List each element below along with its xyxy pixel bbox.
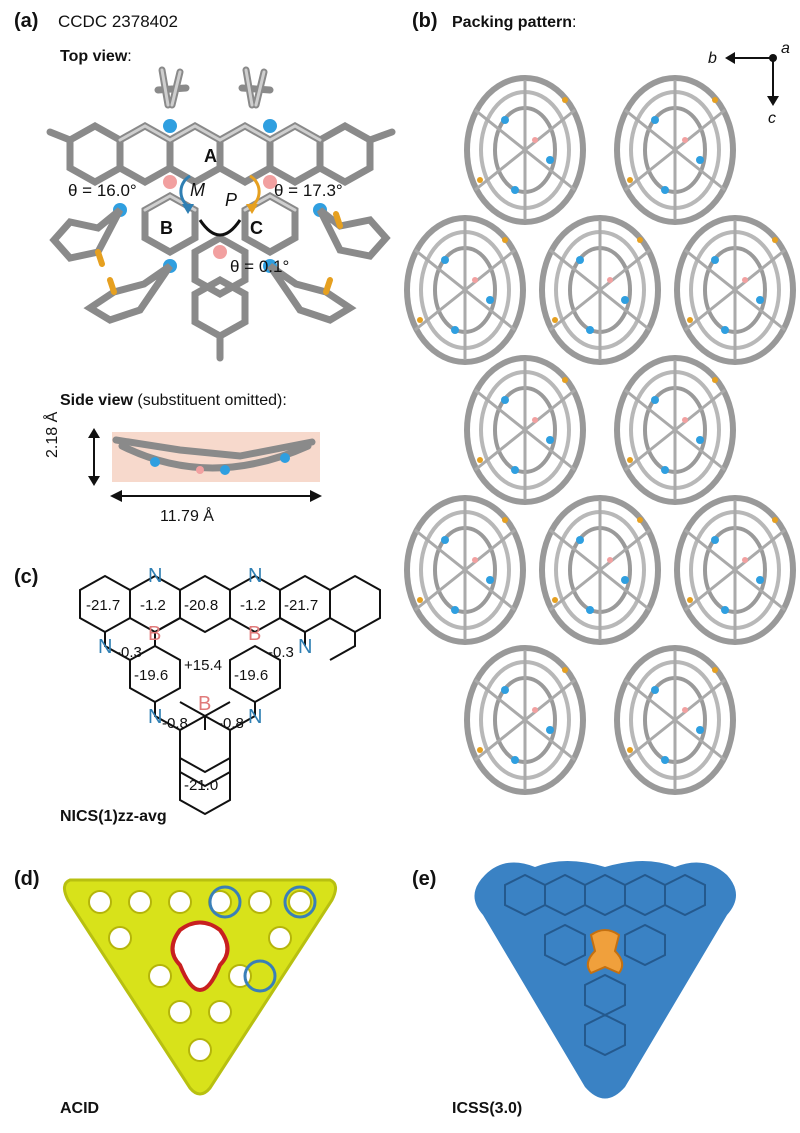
- icss-plot: [474, 861, 736, 1099]
- nics-value-12: -0.8: [218, 715, 244, 732]
- acid-caption: ACID: [60, 1100, 100, 1117]
- nics-value-11: -0.8: [162, 715, 188, 732]
- packing-colon: :: [572, 14, 577, 31]
- nics-diagram: N N N N N N B B B -21.7 -1.2 -20.8 -1.2 …: [79, 565, 381, 816]
- m-arrowhead-icon: [182, 204, 194, 214]
- boron-atoms: [163, 175, 277, 259]
- top-view-molecule: [46, 66, 396, 362]
- boron-label-2: B: [248, 623, 261, 645]
- nitrogen-label-2: N: [248, 565, 262, 587]
- side-view-title: Side view: [60, 392, 133, 409]
- panel-e-label: (e): [412, 868, 437, 890]
- nitrogen-label-1: N: [148, 565, 162, 587]
- helix-m-label: M: [190, 180, 205, 200]
- axis-a-label: a: [781, 40, 790, 57]
- nics-rings: [79, 574, 381, 816]
- core-framework: [46, 121, 396, 362]
- theta-right: θ = 17.3°: [274, 181, 343, 200]
- theta-bottom: θ = 0.1°: [230, 257, 290, 276]
- acid-plot: [63, 878, 337, 1096]
- substituent-right: [316, 207, 391, 260]
- p-arrowhead-icon: [246, 204, 258, 214]
- bowl-curve-icon: [198, 219, 242, 237]
- panel-c-label: (c): [14, 566, 39, 588]
- nics-value-4: -1.2: [240, 597, 266, 614]
- side-view-molecule: [88, 428, 322, 502]
- theta-left: θ = 16.0°: [68, 181, 137, 200]
- nics-value-6: -0.3: [116, 644, 142, 661]
- nics-value-9: -19.6: [134, 667, 168, 684]
- packing-title: Packing pattern: [452, 14, 573, 31]
- panel-a-label: (a): [14, 10, 39, 32]
- helix-p-label: P: [225, 190, 238, 210]
- side-view-heading: Side view (substituent omitted):: [60, 392, 287, 410]
- nics-value-8: -0.3: [268, 644, 294, 661]
- nitrogen-label-5: N: [148, 706, 162, 728]
- ring-b-label: B: [160, 218, 173, 238]
- substituent-top-left: [154, 66, 190, 109]
- side-view-note: (substituent omitted):: [132, 392, 287, 409]
- packing-lattice: [410, 40, 790, 830]
- ring-c-label: C: [250, 218, 263, 238]
- top-view-title: Top view: [60, 48, 128, 65]
- top-view-heading: Top view:: [60, 48, 132, 66]
- nics-caption: NICS(1)zz-avg: [60, 808, 167, 825]
- p-helix-arrow-icon: [249, 174, 261, 208]
- ring-a-label: A: [204, 146, 217, 166]
- nitrogen-label-4: N: [298, 636, 312, 658]
- icss-caption: ICSS(3.0): [452, 1100, 523, 1117]
- substituent-top-right: [238, 66, 274, 109]
- nics-value-2: -1.2: [140, 597, 166, 614]
- width-dimension: 11.79 Å: [160, 508, 214, 525]
- m-helix-arrow-icon: [179, 174, 191, 208]
- substituent-bottom-right: [267, 263, 357, 324]
- substituent-bottom-left: [83, 263, 173, 324]
- nics-value-5: -21.7: [284, 597, 318, 614]
- ccdc-number: CCDC 2378402: [58, 12, 179, 31]
- axis-b-label: b: [708, 50, 717, 67]
- panel-d-label: (d): [14, 868, 40, 890]
- nics-value-1: -21.7: [86, 597, 120, 614]
- nics-value-7: +15.4: [184, 657, 222, 674]
- axis-c-label: c: [768, 110, 776, 127]
- nitrogen-label-3: N: [98, 636, 112, 658]
- packing-heading: Packing pattern:: [452, 14, 576, 32]
- panel-b-label: (b): [412, 10, 438, 32]
- top-view-colon: :: [127, 48, 132, 65]
- boron-label-3: B: [198, 693, 211, 715]
- nitrogen-label-6: N: [248, 706, 262, 728]
- nics-value-10: -19.6: [234, 667, 268, 684]
- height-dimension: 2.18 Å: [44, 411, 61, 458]
- boron-label-1: B: [148, 623, 161, 645]
- crystal-axes-icon: [725, 52, 779, 106]
- nics-value-13: -21.0: [184, 777, 218, 794]
- substituent-left: [49, 207, 124, 267]
- nics-value-3: -20.8: [184, 597, 218, 614]
